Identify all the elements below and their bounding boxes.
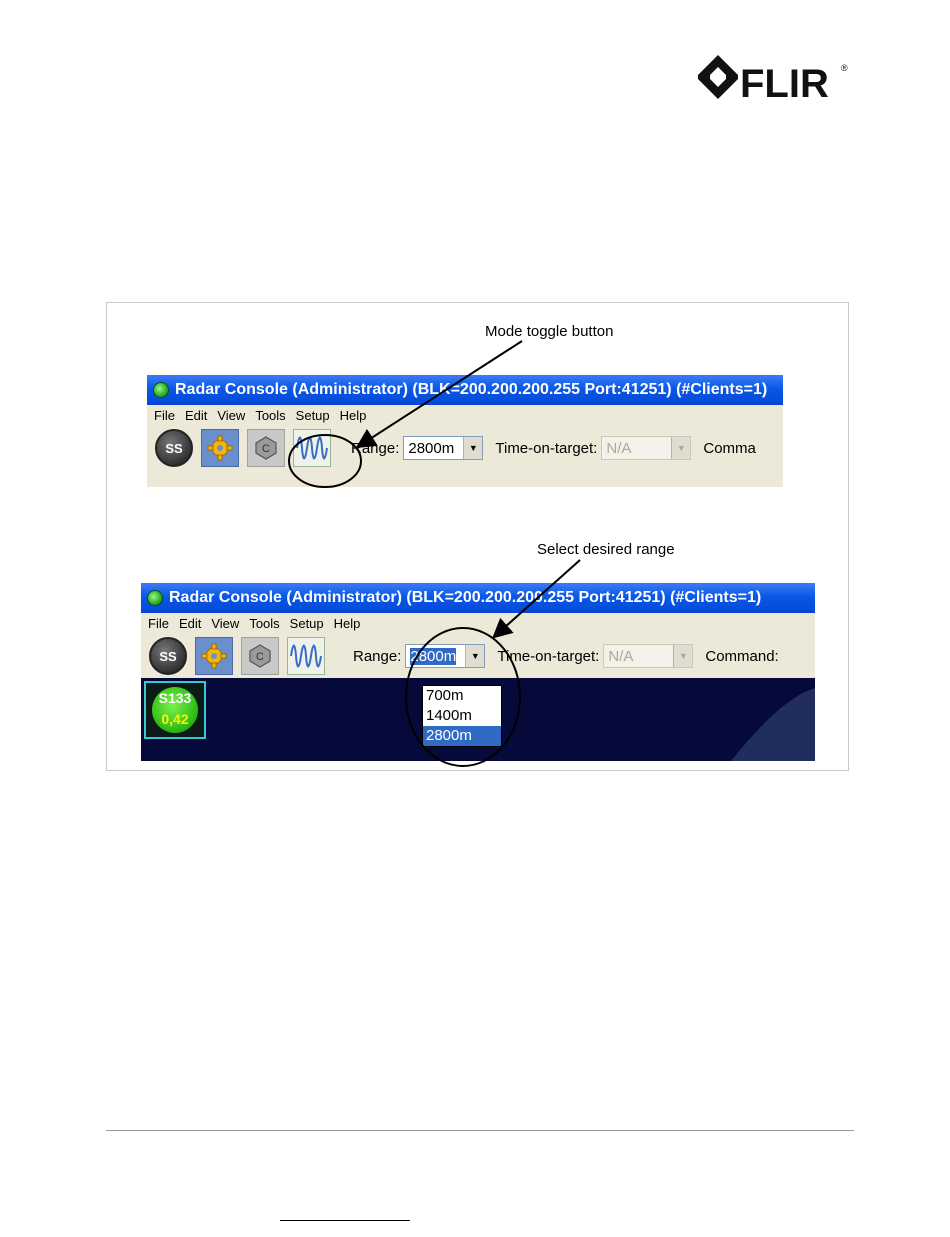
- radar-app-icon: [153, 382, 169, 398]
- waveform-icon: [296, 436, 328, 460]
- footer-link-underline: [280, 1220, 410, 1221]
- sensor-value: 0,42: [161, 711, 189, 727]
- callout-mode-toggle: Mode toggle button: [485, 323, 614, 340]
- c-button[interactable]: C: [241, 637, 279, 675]
- menu-tools[interactable]: Tools: [249, 616, 280, 631]
- radar-app-icon: [147, 590, 163, 606]
- menu-help[interactable]: Help: [339, 408, 367, 423]
- flir-logo: FLIR ®: [698, 55, 850, 109]
- gear-icon: [207, 435, 233, 461]
- range-value: 2800m: [408, 440, 455, 457]
- flir-wordmark: FLIR: [740, 62, 829, 106]
- footer-rule: [106, 1130, 854, 1131]
- range-option-2800[interactable]: 2800m: [423, 726, 501, 746]
- menu-view[interactable]: View: [211, 616, 240, 631]
- menu-file[interactable]: File: [148, 616, 169, 631]
- range-label: Range:: [351, 439, 400, 457]
- menu-tools[interactable]: Tools: [255, 408, 286, 423]
- range-dropdown-list: 700m 1400m 2800m: [422, 685, 502, 747]
- waveform-icon: [290, 644, 322, 668]
- window-title: Radar Console (Administrator) (BLK=200.2…: [169, 589, 762, 606]
- time-on-target-select[interactable]: N/A ▼: [603, 644, 694, 668]
- window-title: Radar Console (Administrator) (BLK=200.2…: [175, 381, 768, 398]
- menu-edit[interactable]: Edit: [184, 408, 208, 423]
- time-on-target-label: Time-on-target:: [497, 647, 600, 665]
- range-value-wrap: 2800m: [406, 645, 465, 667]
- callout-select-range: Select desired range: [537, 541, 675, 558]
- range-option-1400[interactable]: 1400m: [426, 707, 472, 724]
- flir-diamond-icon: [698, 55, 738, 99]
- figure-frame: Mode toggle button Radar Console (Admini…: [106, 302, 849, 771]
- range-value-selected: 2800m: [410, 648, 457, 665]
- hexagon-c-icon: C: [249, 644, 271, 668]
- chevron-down-icon[interactable]: ▼: [465, 645, 485, 667]
- time-on-target-value: N/A: [608, 648, 634, 665]
- svg-text:C: C: [256, 651, 264, 663]
- registered-mark: ®: [841, 63, 848, 73]
- menubar: File Edit View Tools Setup Help: [147, 405, 783, 426]
- menu-setup[interactable]: Setup: [289, 616, 324, 631]
- titlebar: Radar Console (Administrator) (BLK=200.2…: [147, 375, 783, 405]
- time-on-target-select[interactable]: N/A ▼: [601, 436, 692, 460]
- sensor-s133-tile[interactable]: S133 0,42: [144, 681, 206, 739]
- radar-console-window-top: Radar Console (Administrator) (BLK=200.2…: [147, 375, 783, 487]
- svg-text:C: C: [262, 443, 270, 455]
- mode-toggle-button[interactable]: [293, 429, 331, 467]
- menu-setup[interactable]: Setup: [295, 408, 330, 423]
- settings-button[interactable]: [195, 637, 233, 675]
- mode-toggle-button[interactable]: [287, 637, 325, 675]
- menu-view[interactable]: View: [217, 408, 246, 423]
- chevron-down-icon: ▼: [671, 437, 691, 459]
- menu-file[interactable]: File: [154, 408, 175, 423]
- toolbar: SS C: [147, 426, 783, 470]
- titlebar: Radar Console (Administrator) (BLK=200.2…: [141, 583, 815, 613]
- gear-icon: [201, 643, 227, 669]
- menu-help[interactable]: Help: [333, 616, 361, 631]
- time-on-target-value: N/A: [606, 440, 632, 457]
- command-label: Comma: [703, 439, 756, 457]
- toolbar: SS C: [141, 634, 815, 678]
- range-label: Range:: [353, 647, 402, 665]
- range-select[interactable]: 2800m ▼: [403, 436, 484, 460]
- ss-button[interactable]: SS: [155, 429, 193, 467]
- ss-button[interactable]: SS: [149, 637, 187, 675]
- sensor-disc: [152, 687, 198, 733]
- radar-console-window-bottom: Radar Console (Administrator) (BLK=200.2…: [141, 583, 815, 761]
- chevron-down-icon: ▼: [673, 645, 693, 667]
- menubar: File Edit View Tools Setup Help: [141, 613, 815, 634]
- command-label: Command:: [705, 647, 779, 665]
- time-on-target-label: Time-on-target:: [495, 439, 598, 457]
- menu-edit[interactable]: Edit: [178, 616, 202, 631]
- hexagon-c-icon: C: [255, 436, 277, 460]
- chevron-down-icon[interactable]: ▼: [463, 437, 483, 459]
- range-select[interactable]: 2800m ▼: [405, 644, 486, 668]
- c-button[interactable]: C: [247, 429, 285, 467]
- radar-sweep-arc: [731, 688, 815, 761]
- range-option-700[interactable]: 700m: [426, 687, 464, 704]
- sensor-name: S133: [158, 690, 192, 706]
- settings-button[interactable]: [201, 429, 239, 467]
